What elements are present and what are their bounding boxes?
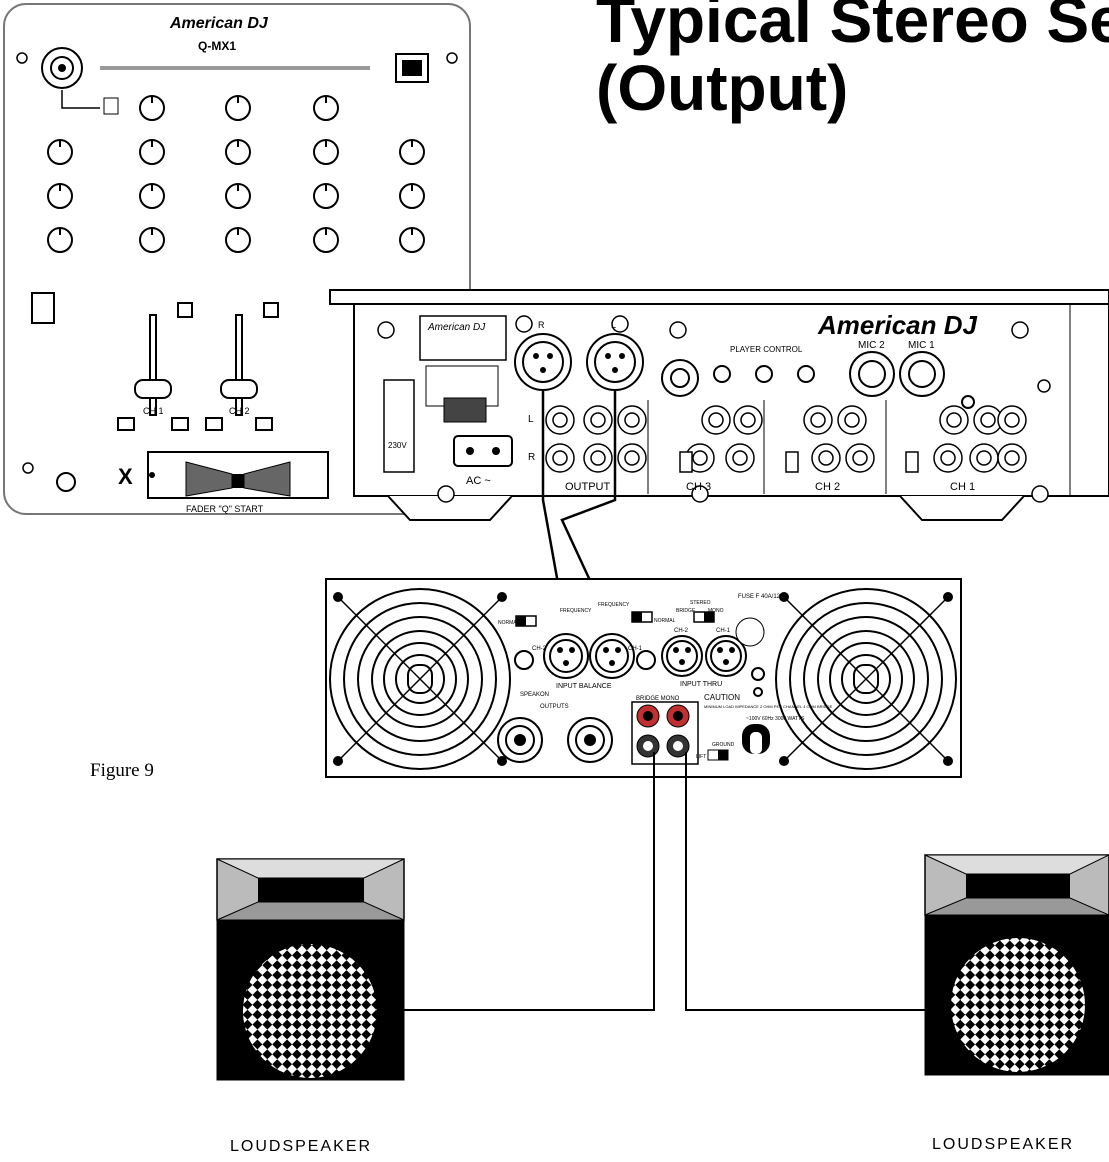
amp-power-text: ~100V 60Hz 3000 WATTS: [746, 716, 805, 722]
amp-normal-label-1: NORMAL: [498, 620, 520, 626]
amp-thru-ch1-label: CH-1: [716, 628, 731, 634]
amp-bridge-mono-label: BRIDGE MONO: [636, 696, 680, 702]
amp-mono-label: MONO: [708, 608, 724, 614]
mixer-knobs: [47, 95, 425, 253]
amp-caution-text: MINIMUM LOAD IMPEDANCE 2 OHM PER CHANNEL…: [704, 704, 833, 709]
loudspeaker-label-left: LOUDSPEAKER: [230, 1138, 373, 1155]
crossfader: [147, 451, 329, 499]
xlr-output-r: [514, 333, 572, 391]
mixer-brand: American DJ: [169, 15, 269, 32]
amp-ground-label: GROUND: [712, 742, 735, 748]
rear-mic2-label: MIC 2: [858, 340, 885, 351]
rear-ch1-label: CH 1: [950, 481, 975, 493]
xlr-output-l: [586, 333, 644, 391]
amp-input-balance-label: INPUT BALANCE: [556, 683, 612, 690]
rca-jacks: [545, 405, 1027, 473]
title-line-1: Typical Stereo Se: [596, 0, 1109, 56]
binding-posts: [631, 701, 699, 765]
rear-output-label: OUTPUT: [565, 481, 611, 493]
title-line-2: (Output): [596, 52, 849, 124]
amp-lift-label: LIFT: [696, 754, 706, 760]
amp-ch1-label: CH-1: [628, 646, 643, 652]
player-control-label: PLAYER CONTROL: [730, 345, 803, 354]
amp-speakon-label: SPEAKON: [520, 692, 549, 698]
loudspeaker-label-right: LOUDSPEAKER: [932, 1136, 1075, 1153]
xlr-l-label: L: [611, 320, 616, 330]
xlr-r-label: R: [538, 320, 545, 330]
mixer-x-mark: X: [118, 464, 133, 489]
amp-stereo-label: STEREO: [690, 600, 711, 606]
amp-frequency-label-1: FREQUENCY: [560, 608, 592, 614]
amp-caution-label: CAUTION: [704, 693, 740, 702]
amp-ch2-label: CH-2: [532, 646, 547, 652]
rear-brand-large: American DJ: [817, 310, 977, 340]
rear-brand-small: American DJ: [427, 322, 486, 333]
rear-ch2-label: CH 2: [815, 481, 840, 493]
amp-thru-ch2-label: CH-2: [674, 628, 689, 634]
mixer-ch1-label: CH 1: [143, 406, 164, 416]
power-amplifier: FUSE F 40A/120V INPUT BALANCE INPUT THRU…: [325, 578, 962, 778]
dj-mixer: American DJ Q-MX1 CH 1 CH 2 X: [3, 3, 471, 515]
page-title: Typical Stereo Se (Output): [596, 0, 1109, 122]
cooling-fan-right: [775, 588, 957, 770]
speaker-cables: [404, 752, 925, 1011]
loudspeaker-left: [216, 858, 405, 1081]
amp-normal-label-2: NORMAL: [654, 618, 676, 624]
mixer-rear-panel: American DJ 230V AC ~ R L L R: [329, 289, 1109, 521]
mixer-ch2-label: CH 2: [229, 406, 250, 416]
mixer-model: Q-MX1: [198, 39, 236, 53]
ac-inlet: AC ~: [453, 435, 513, 487]
rear-mic1-label: MIC 1: [908, 340, 935, 351]
cooling-fan-left: [329, 588, 511, 770]
rear-ch3-label: CH 3: [686, 481, 711, 493]
ac-label: AC ~: [466, 475, 491, 487]
amp-frequency-label-2: FREQUENCY: [598, 602, 630, 608]
rear-l-label: L: [528, 414, 534, 425]
amp-fuse-label: FUSE F 40A/120V: [738, 594, 787, 600]
channel-faders: [31, 292, 279, 431]
amp-bridge-label: BRIDGE: [676, 608, 696, 614]
crossfader-label: FADER "Q" START: [186, 504, 264, 514]
figure-label: Figure 9: [90, 760, 154, 781]
amp-outputs-label: OUTPUTS: [540, 704, 569, 710]
rear-r-label: R: [528, 452, 535, 463]
amp-input-thru-label: INPUT THRU: [680, 681, 722, 688]
loudspeaker-right: [924, 854, 1109, 1076]
rear-voltage-label: 230V: [388, 441, 407, 450]
